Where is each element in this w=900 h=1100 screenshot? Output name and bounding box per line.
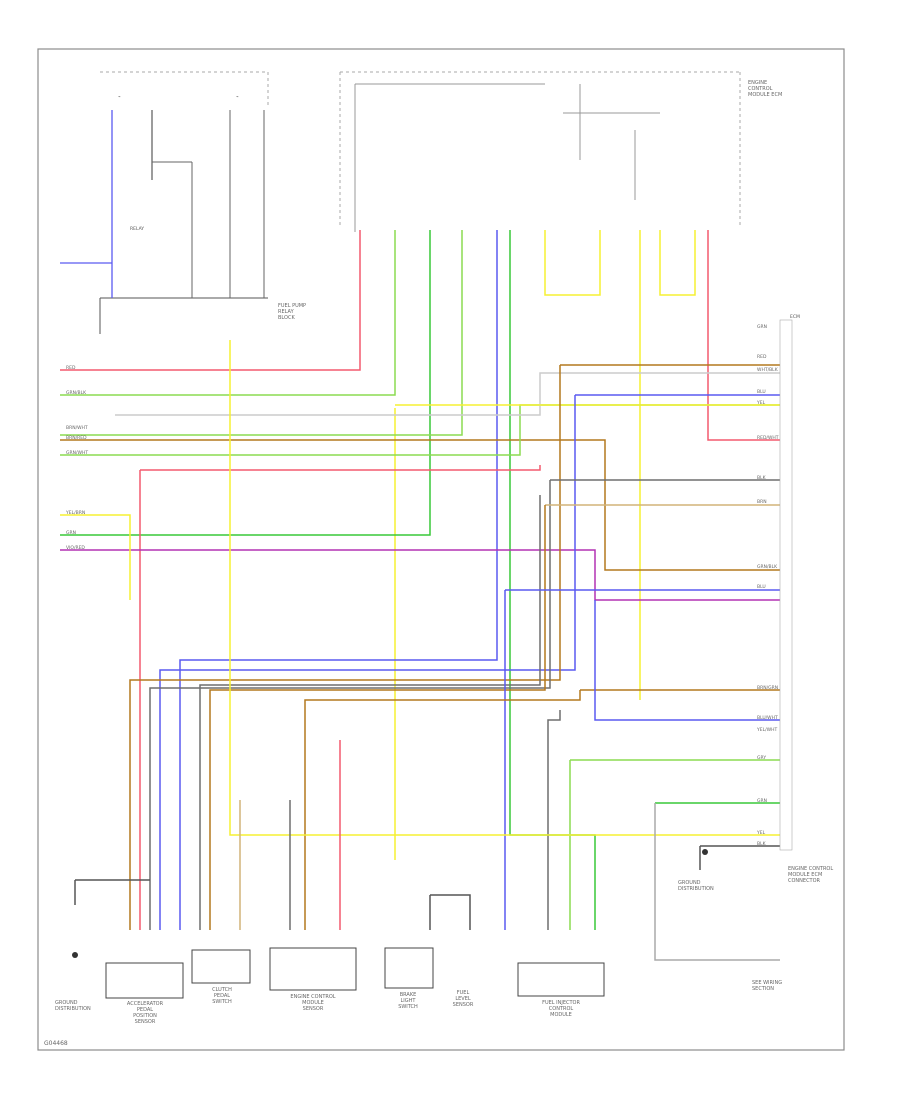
label-ecm-top-right: ENGINE CONTROL MODULE ECM [748,80,783,98]
wire-gray-4 [199,495,541,930]
right-wire-label: RED/WHT [757,436,779,441]
right-wire-label: YEL [757,401,766,406]
svg-text:⌁: ⌁ [118,95,121,100]
wire-green-4 [509,230,596,930]
wire-gray-5 [547,710,561,930]
right-wire-label: BRN [757,500,767,505]
svg-text:⌁: ⌁ [236,95,239,100]
left-wire-label: RED [66,366,76,371]
label-backup: SEE WIRING SECTION [752,980,783,992]
right-wire-label: YEL [757,831,766,836]
ground-dot-left [72,952,78,958]
left-wire-label: GRN [66,531,76,536]
right-wire-label: YEL/WHT [757,728,778,733]
wire-gray-3 [149,480,551,930]
wire-gray-6 [654,803,780,961]
wire-yellow-5 [60,514,131,600]
wire-brn-7 [304,690,581,930]
components-layer [72,849,708,999]
wire-gray-1 [115,372,780,416]
wire-brn-5 [209,505,546,930]
ecm-connector: ECM [779,314,800,851]
right-wire-label: RED [757,355,767,360]
right-wire-label: GRN [757,799,767,804]
right-wire-label: BLU [757,585,766,590]
svg-text:ECM: ECM [790,314,800,320]
left-wire-label: GRN/BLK [66,391,87,396]
right-wire-label: BLK [757,476,766,481]
component-box-5 [517,962,605,997]
wire-brn-3 [129,365,561,930]
right-wire-label: BLU [757,390,766,395]
wire-grn-5 [60,404,780,456]
wire-green-2 [60,230,431,536]
wire-red-3 [140,465,541,471]
wire-green-3 [60,230,463,436]
wire-blue-1 [179,230,498,930]
wire-blue-3 [159,395,576,930]
svg-text:RELAY: RELAY [130,226,144,232]
left-wire-label: YEL/BRN [66,511,86,516]
wire-blue-6 [594,600,780,721]
left-wire-label: BRN/RED [66,436,87,441]
wire-grn-1 [60,230,396,396]
component-box-3 [269,947,357,991]
wire-violet-1 [60,549,780,601]
wire-layer [60,230,780,961]
component-label-6: FUEL INJECTOR CONTROL MODULE [542,1000,580,1018]
label-ground-right: GROUND DISTRIBUTION [678,880,714,892]
component-label-4: BRAKE LIGHT SWITCH [398,992,418,1010]
label-ecm-connector: ENGINE CONTROL MODULE ECM CONNECTOR [788,866,834,884]
top-left-fuse-area: ⌁ ⌁ RELAY [60,71,269,334]
right-wire-label: GRN [757,325,767,330]
component-label-1: ACCELERATOR PEDAL POSITION SENSOR [126,1001,164,1025]
right-wire-label: BLU/WHT [757,716,778,721]
right-wire-label: BRN/GRN [757,686,779,691]
top-fuse-line [339,71,741,232]
component-box-2 [191,949,251,984]
ground-dot-right [702,849,708,855]
right-wire-label: BLK [757,842,766,847]
label-fuse-block: FUEL PUMP RELAY BLOCK [278,303,307,321]
wire-red-1 [60,230,361,371]
left-wire-label: VIO/RED [66,546,85,551]
component-label-2: CLUTCH PEDAL SWITCH [212,987,232,1005]
right-wire-label: WHT/BLK [757,368,778,373]
left-wire-label: GRN/WHT [66,451,89,456]
wire-gray-10 [430,894,471,930]
footer-label: G04468 [44,1040,68,1047]
wire-yellow-2 [544,230,601,296]
component-label-3: ENGINE CONTROL MODULE SENSOR [290,994,336,1012]
wire-yellow-7 [229,340,780,836]
component-label-5: FUEL LEVEL SENSOR [452,990,474,1008]
wire-yellow-4 [659,230,696,296]
label-ground-left: GROUND DISTRIBUTION [55,1000,91,1012]
diagram-frame [37,48,845,1051]
right-wire-label: GRY [757,756,767,761]
component-box-1 [105,962,184,999]
wire-red-2 [707,230,780,441]
right-wire-label: GRN/BLK [757,565,778,570]
left-wire-label: BRN/WHT [66,426,88,431]
component-box-4 [384,947,434,989]
